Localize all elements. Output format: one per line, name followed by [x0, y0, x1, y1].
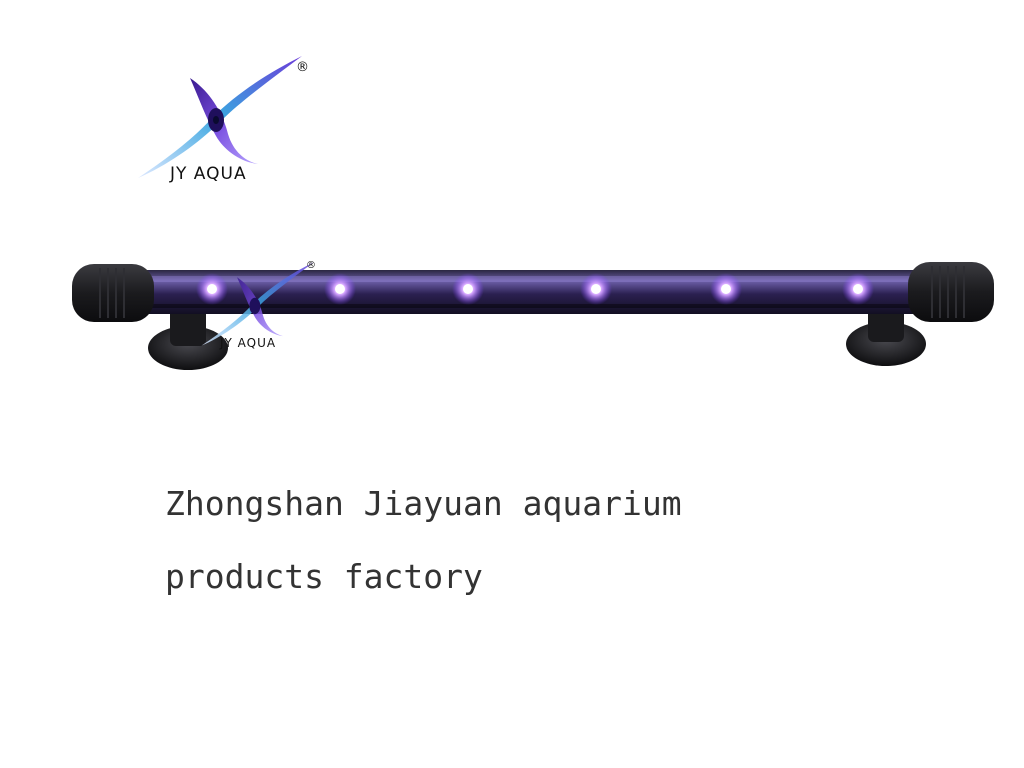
product-image: [60, 240, 1000, 390]
led-light-bar-icon: [72, 262, 994, 370]
x-swoosh-watermark-icon: [201, 262, 314, 346]
watermark-logo: ® JY AQUA: [196, 258, 326, 354]
watermark-brand-name: JY AQUA: [220, 336, 277, 350]
brand-name: JY AQUA: [170, 164, 247, 184]
brand-logo: ® JY AQUA: [130, 50, 320, 190]
x-swoosh-logo-icon: [138, 56, 302, 178]
caption-line-2: products factory: [165, 557, 483, 596]
registered-mark: ®: [296, 60, 309, 75]
caption-line-1: Zhongshan Jiayuan aquarium: [165, 484, 682, 523]
watermark-registered-mark: ®: [306, 260, 316, 271]
